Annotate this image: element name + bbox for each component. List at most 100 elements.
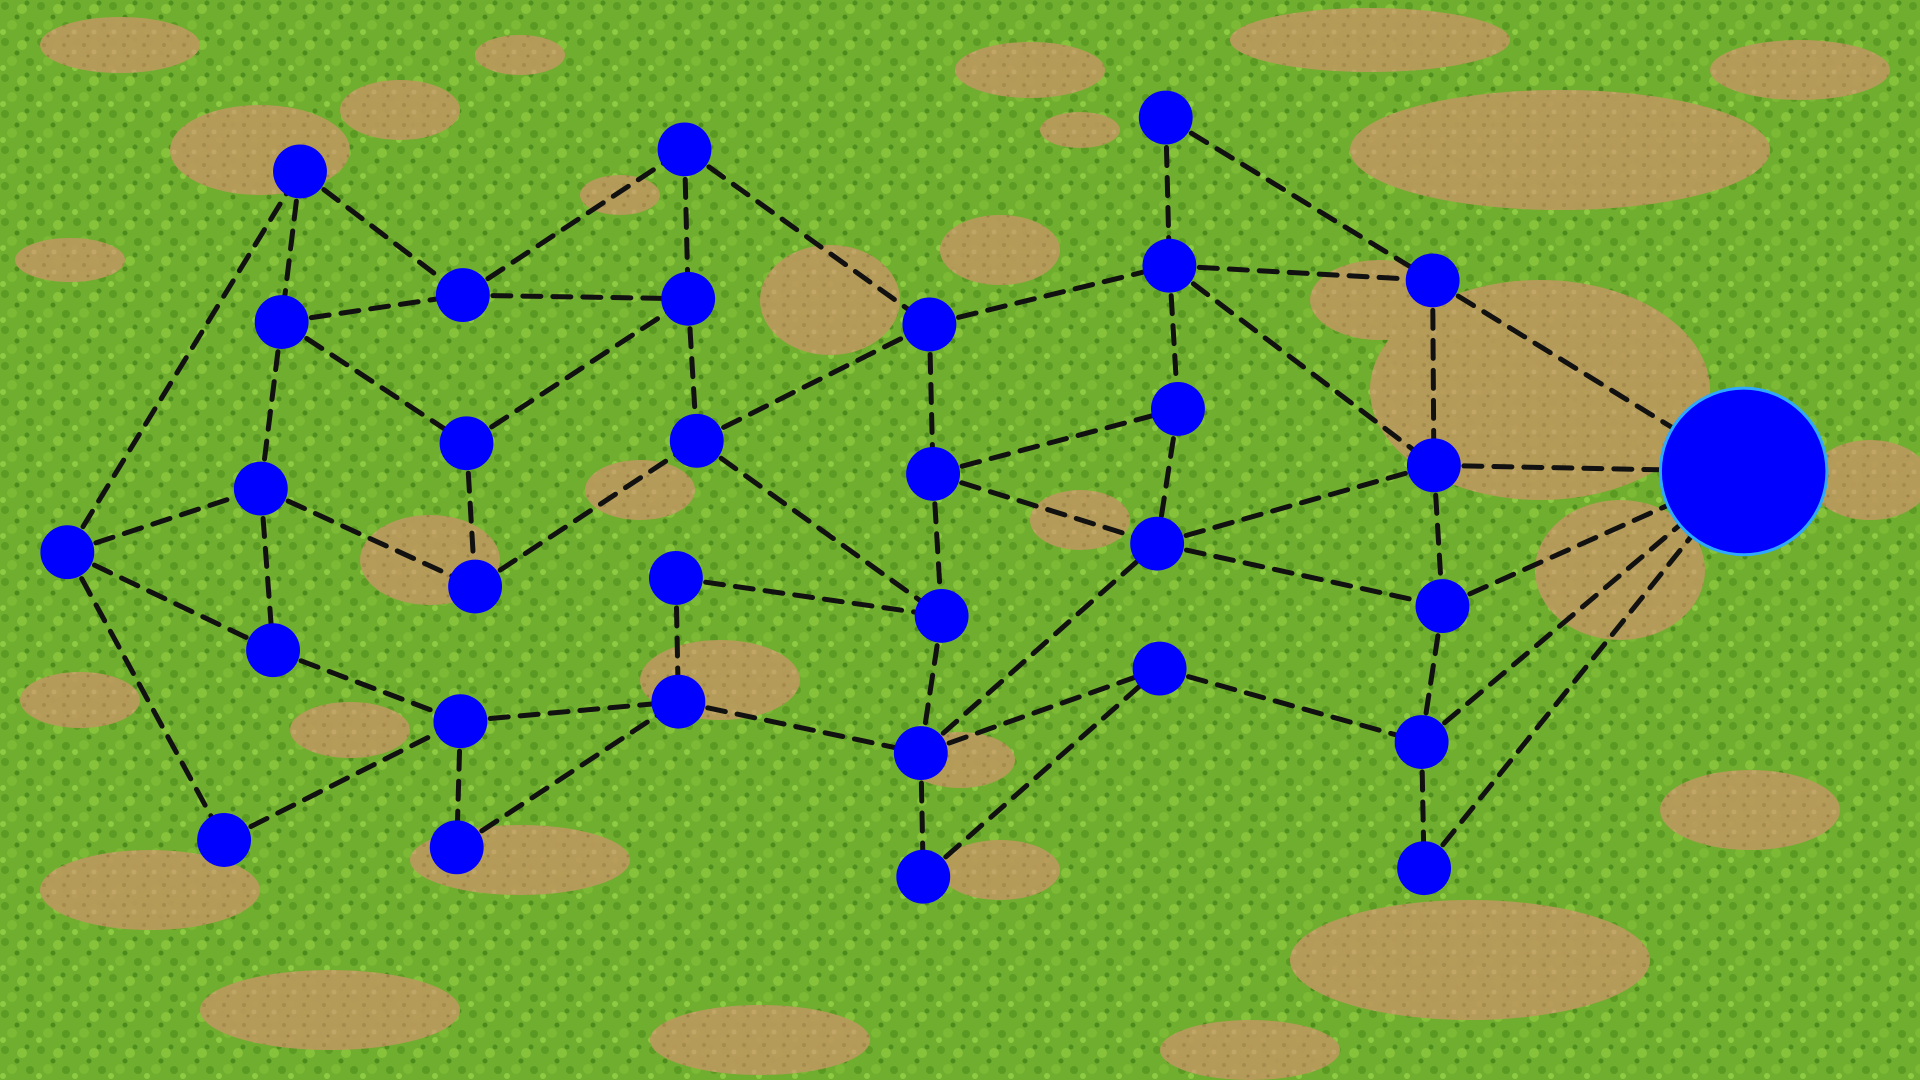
- path-edge: [930, 406, 1181, 477]
- dirt-patch: [1710, 40, 1890, 100]
- map-node[interactable]: [1142, 238, 1197, 293]
- map-node[interactable]: [1406, 438, 1461, 493]
- path-edge: [258, 486, 478, 590]
- map-node[interactable]: [233, 461, 288, 516]
- dirt-patch: [940, 840, 1060, 900]
- dirt-patch: [955, 42, 1105, 98]
- dirt-patch: [40, 17, 200, 73]
- path-edge: [918, 613, 945, 756]
- path-edge: [918, 666, 1163, 756]
- dirt-patch: [200, 970, 460, 1050]
- goal-node[interactable]: [1658, 386, 1829, 557]
- map-node[interactable]: [254, 295, 309, 349]
- dirt-patch: [760, 245, 900, 355]
- path-edge: [64, 486, 264, 555]
- path-edge: [675, 699, 924, 756]
- map-node[interactable]: [661, 271, 716, 326]
- path-edge: [1154, 406, 1181, 547]
- path-edge: [1157, 666, 1425, 745]
- map-node[interactable]: [1130, 516, 1185, 571]
- map-node[interactable]: [1405, 253, 1460, 308]
- map-node[interactable]: [246, 623, 300, 678]
- map-node[interactable]: [429, 820, 484, 875]
- dirt-patches: [15, 8, 1920, 1080]
- map-node[interactable]: [433, 694, 488, 749]
- map-node[interactable]: [651, 674, 706, 729]
- path-edge: [464, 296, 691, 446]
- path-edge: [1166, 263, 1437, 468]
- path-edge: [297, 168, 466, 298]
- dirt-patch: [940, 215, 1060, 285]
- dirt-patch: [15, 238, 125, 282]
- map-node[interactable]: [273, 144, 327, 199]
- dirt-patch: [1810, 440, 1920, 520]
- dirt-patch: [40, 850, 260, 930]
- dirt-patch: [1535, 500, 1705, 640]
- path-edge: [918, 541, 1160, 756]
- path-edge: [1419, 603, 1445, 745]
- map-node[interactable]: [1397, 841, 1452, 896]
- dirt-patch: [1160, 1020, 1340, 1080]
- path-edge: [457, 699, 681, 724]
- path-edge: [926, 263, 1172, 327]
- dirt-patch: [475, 35, 565, 75]
- dirt-patch: [290, 702, 410, 758]
- dirt-patch: [20, 672, 140, 728]
- path-edge: [681, 146, 932, 327]
- map-node[interactable]: [914, 588, 969, 643]
- path-edge: [258, 486, 276, 653]
- path-edge: [1154, 541, 1445, 609]
- dirt-patch: [1370, 280, 1710, 500]
- path-edge: [1166, 263, 1436, 283]
- path-edge: [920, 666, 1163, 880]
- map-node[interactable]: [902, 297, 957, 352]
- map-node[interactable]: [439, 416, 494, 471]
- map-node[interactable]: [197, 813, 252, 867]
- map-node[interactable]: [1151, 382, 1205, 436]
- map-node[interactable]: [1132, 641, 1187, 696]
- path-edge: [1163, 115, 1436, 283]
- path-edge: [673, 575, 945, 619]
- map-node[interactable]: [669, 413, 724, 468]
- dirt-patch: [1230, 8, 1510, 72]
- map-node[interactable]: [40, 525, 95, 580]
- path-edge: [694, 438, 945, 619]
- path-edge: [64, 549, 276, 653]
- dirt-patch: [585, 460, 695, 520]
- map-node[interactable]: [657, 122, 712, 177]
- map-node[interactable]: [893, 726, 948, 780]
- path-edge: [64, 168, 303, 555]
- map-node[interactable]: [648, 551, 703, 605]
- map-node[interactable]: [1415, 579, 1470, 634]
- dirt-patch: [1040, 112, 1120, 148]
- path-edge: [460, 292, 691, 302]
- path-edge: [460, 146, 687, 298]
- map-node[interactable]: [1138, 90, 1193, 145]
- path-edge: [694, 321, 932, 444]
- path-edge: [454, 699, 681, 850]
- dirt-patch: [1350, 90, 1770, 210]
- dirt-patch: [650, 1005, 870, 1075]
- dirt-patch: [1660, 770, 1840, 850]
- path-edge: [472, 438, 700, 590]
- path-edge: [1421, 468, 1747, 871]
- path-edge: [279, 319, 470, 446]
- map-node[interactable]: [1394, 715, 1449, 769]
- path-edge: [279, 292, 466, 325]
- path-edge: [258, 319, 285, 492]
- map-node[interactable]: [896, 849, 951, 904]
- path-edge: [270, 647, 463, 724]
- map-node[interactable]: [906, 446, 960, 501]
- path-edge: [1154, 462, 1437, 547]
- node-layer: [40, 90, 1829, 904]
- dirt-patch: [1290, 900, 1650, 1020]
- path-edge: [1430, 277, 1437, 468]
- map-node[interactable]: [435, 268, 490, 323]
- map-node[interactable]: [448, 559, 503, 614]
- path-edge: [64, 549, 227, 843]
- path-edge: [930, 471, 1160, 547]
- path-edge: [221, 718, 463, 843]
- path-edge: [1419, 468, 1747, 745]
- dirt-patch: [340, 80, 460, 140]
